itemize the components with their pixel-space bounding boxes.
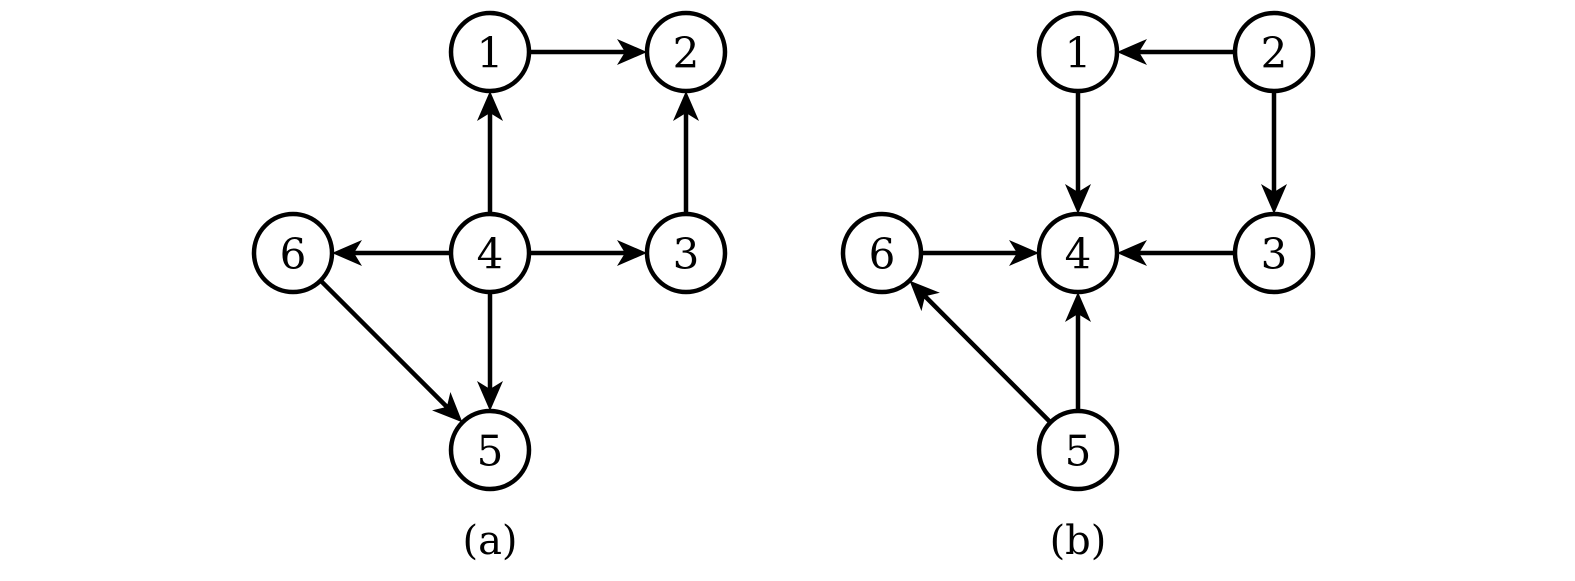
node-circle (644, 10, 728, 94)
node-label: 3 (1261, 230, 1288, 279)
graph-b-nodes: 1 2 3 4 5 6 (840, 10, 1316, 492)
node-label: 2 (673, 29, 700, 78)
node-circle (448, 10, 532, 94)
arrow-head-icon (1117, 240, 1147, 266)
node-label: 6 (280, 230, 307, 279)
graph-b-edge-2-to-1 (1117, 39, 1235, 65)
graph-a-caption: (a) (462, 518, 517, 564)
node-label: 5 (1065, 427, 1092, 476)
arrow-head-icon (909, 280, 940, 312)
graph-a-edges (318, 39, 699, 423)
arrow-head-icon (1065, 184, 1091, 214)
node-label: 1 (477, 29, 504, 78)
graph-a-node-4: 4 (448, 211, 532, 295)
graph-b: 1 2 3 4 5 6 (b) (840, 10, 1316, 564)
arrow-head-icon (1261, 184, 1287, 214)
node-label: 3 (673, 230, 700, 279)
node-circle (1036, 211, 1120, 295)
edge-line (318, 278, 449, 409)
graph-b-node-5: 5 (1036, 408, 1120, 492)
graph-b-node-6: 6 (840, 211, 924, 295)
arrow-head-icon (673, 91, 699, 121)
graph-a-edge-4-to-5 (477, 292, 503, 411)
graph-b-node-2: 2 (1232, 10, 1316, 94)
arrow-head-icon (1065, 292, 1091, 322)
node-label: 1 (1065, 29, 1092, 78)
node-circle (840, 211, 924, 295)
graph-b-edge-5-to-4 (1065, 292, 1091, 411)
graph-b-edge-1-to-4 (1065, 91, 1091, 214)
node-label: 5 (477, 427, 504, 476)
graph-a-nodes: 1 2 3 4 5 6 (251, 10, 728, 492)
graph-a-edge-4-to-1 (477, 91, 503, 214)
node-circle (1036, 10, 1120, 94)
graph-b-edges (909, 39, 1287, 424)
graph-b-caption: (b) (1050, 518, 1107, 564)
graph-a-edge-4-to-3 (529, 240, 647, 266)
graph-b-edge-2-to-3 (1261, 91, 1287, 214)
node-label: 4 (477, 230, 504, 279)
edge-line (923, 294, 1053, 424)
graph-a-node-2: 2 (644, 10, 728, 94)
graph-b-edge-3-to-4 (1117, 240, 1235, 266)
graph-a-edge-6-to-5 (318, 278, 463, 423)
node-circle (1232, 10, 1316, 94)
graph-a-edge-1-to-2 (529, 39, 647, 65)
graph-a-edge-4-to-6 (332, 240, 451, 266)
graph-a-node-3: 3 (644, 211, 728, 295)
node-circle (448, 211, 532, 295)
node-label: 2 (1261, 29, 1288, 78)
graph-b-node-4: 4 (1036, 211, 1120, 295)
graph-b-edge-5-to-6 (909, 280, 1053, 424)
graph-a-node-6: 6 (251, 211, 335, 295)
node-label: 4 (1065, 230, 1092, 279)
arrow-head-icon (617, 240, 647, 266)
arrow-head-icon (617, 39, 647, 65)
arrow-head-icon (332, 240, 362, 266)
arrow-head-icon (1117, 39, 1147, 65)
node-circle (448, 408, 532, 492)
arrow-head-icon (477, 91, 503, 121)
graph-b-node-1: 1 (1036, 10, 1120, 94)
graph-a-node-5: 5 (448, 408, 532, 492)
graph-a-node-1: 1 (448, 10, 532, 94)
node-circle (251, 211, 335, 295)
graph-b-edge-6-to-4 (921, 240, 1039, 266)
node-circle (1232, 211, 1316, 295)
graph-a: 1 2 3 4 5 6 (a) (251, 10, 728, 564)
graph-b-node-3: 3 (1232, 211, 1316, 295)
node-label: 6 (869, 230, 896, 279)
arrow-head-icon (432, 392, 463, 423)
arrow-head-icon (1009, 240, 1039, 266)
graph-a-edge-3-to-2 (673, 91, 699, 214)
node-circle (644, 211, 728, 295)
node-circle (1036, 408, 1120, 492)
arrow-head-icon (477, 381, 503, 411)
